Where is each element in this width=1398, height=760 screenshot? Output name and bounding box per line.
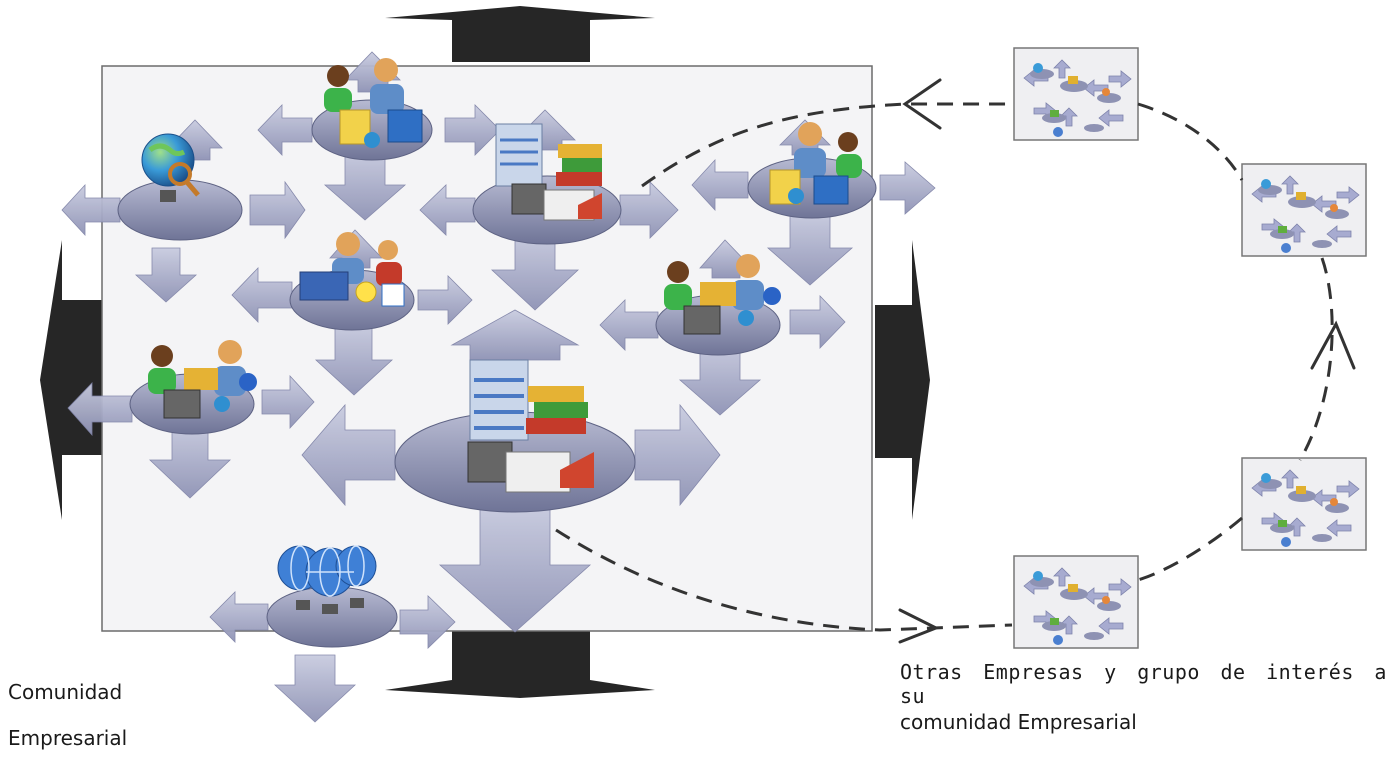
external-company-diagram bbox=[1241, 163, 1367, 257]
flow-arrows bbox=[61, 51, 936, 723]
dashed-connectors bbox=[555, 102, 1334, 632]
users-books-idea-icon bbox=[299, 232, 405, 307]
connector-right bbox=[1298, 257, 1334, 461]
community-label-line1: Comunidad bbox=[8, 680, 123, 704]
buildings-books-icon bbox=[467, 359, 594, 493]
network-globes-icon bbox=[277, 545, 377, 614]
users-fax-info-icon bbox=[148, 340, 257, 419]
users-documents-icon bbox=[769, 122, 862, 205]
chevron-right-icon bbox=[898, 608, 940, 644]
users-fax-info-icon bbox=[664, 254, 781, 335]
chevron-left-icon bbox=[902, 78, 942, 130]
connector-top bbox=[641, 102, 1012, 188]
community-label-line2: Empresarial bbox=[8, 726, 128, 750]
external-company-diagram bbox=[1013, 555, 1139, 649]
connector-right-bottom bbox=[1137, 516, 1243, 582]
users-documents-icon bbox=[324, 58, 423, 148]
buildings-books-icon bbox=[495, 123, 602, 221]
external-company-diagram bbox=[1013, 47, 1139, 141]
outer-arrows bbox=[40, 6, 930, 698]
connector-right-top bbox=[1137, 102, 1244, 181]
others-label-line1: Otras Empresas y grupo de interés a su bbox=[900, 660, 1387, 708]
others-label-line2: comunidad Empresarial bbox=[900, 710, 1137, 734]
right-arrow bbox=[875, 240, 930, 520]
disc bbox=[117, 179, 243, 241]
up-arrow bbox=[385, 6, 655, 62]
left-arrow bbox=[40, 240, 102, 520]
down-arrow bbox=[385, 630, 655, 698]
chevron-up-icon bbox=[1310, 320, 1356, 370]
globe-search-icon bbox=[141, 133, 200, 202]
external-company-diagram bbox=[1241, 457, 1367, 551]
connector-arrowheads bbox=[898, 78, 1356, 644]
